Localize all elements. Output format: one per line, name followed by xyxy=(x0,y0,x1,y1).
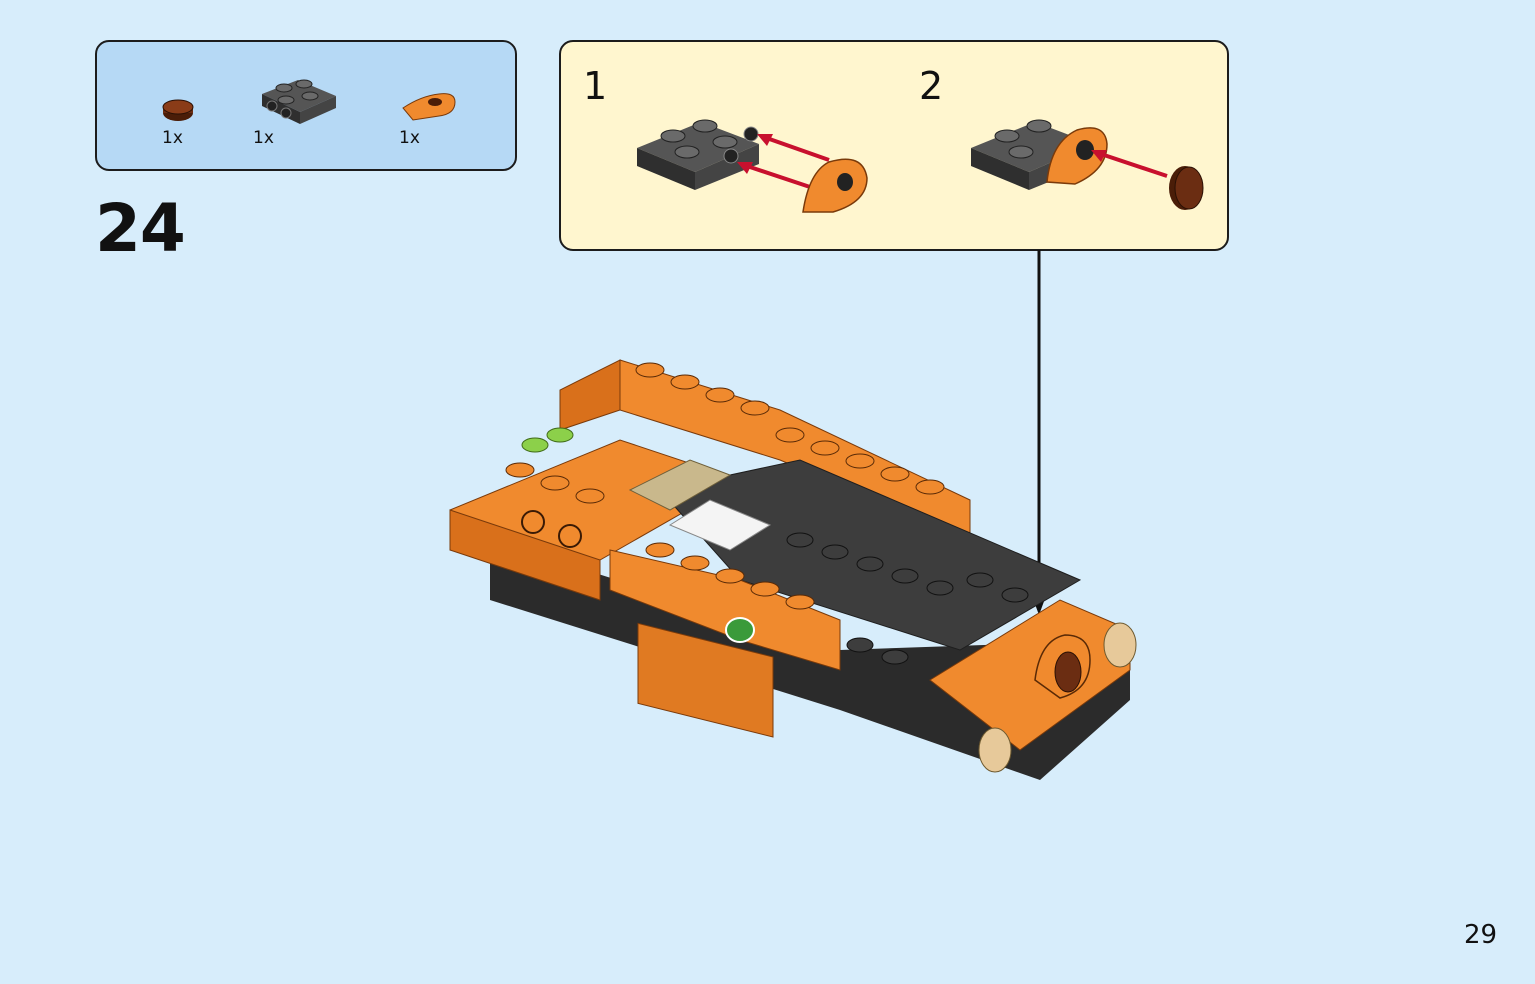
gray-plate-with-side-studs-icon xyxy=(262,79,336,124)
page-number: 29 xyxy=(1464,920,1498,950)
parts-list-box: 1x 1x 1x xyxy=(95,40,517,171)
brown-round-plate-icon xyxy=(162,99,194,121)
substep-1-illustration xyxy=(637,119,868,213)
part-quantity: 1x xyxy=(162,128,183,148)
orange-curved-slope-icon xyxy=(402,93,456,121)
car-model-illustration xyxy=(449,359,1137,780)
substep-number: 2 xyxy=(919,64,944,108)
step-number: 24 xyxy=(95,190,186,267)
part-quantity: 1x xyxy=(399,128,420,148)
substep-number: 1 xyxy=(583,64,608,108)
substep-2-illustration xyxy=(971,119,1204,210)
part-quantity: 1x xyxy=(253,128,274,148)
sub-assembly-callout: 1 2 xyxy=(559,40,1229,251)
